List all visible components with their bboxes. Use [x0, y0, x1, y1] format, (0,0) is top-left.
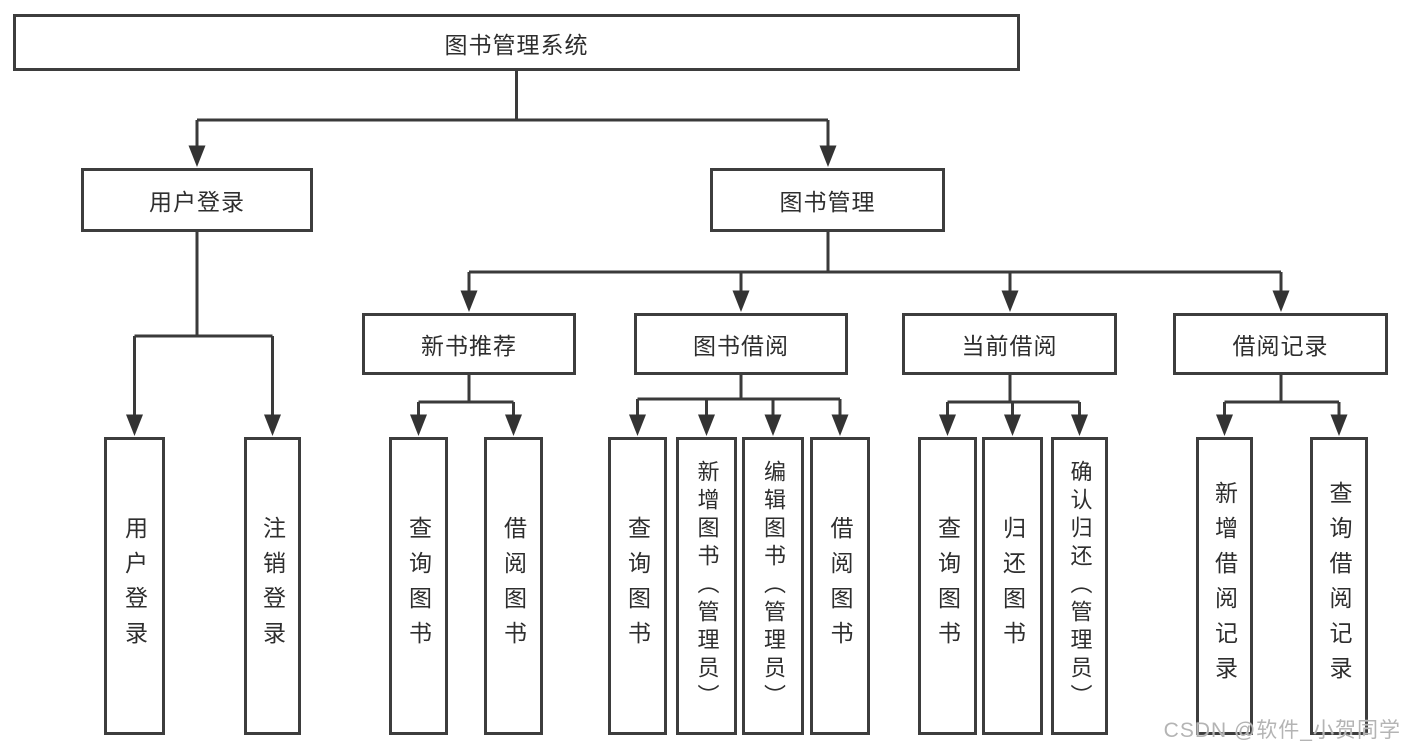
node-current-borrow: 当前借阅	[902, 313, 1117, 375]
node-label: 编辑图书（管理员）	[761, 460, 786, 712]
node-label: 查询借阅记录	[1326, 481, 1352, 691]
node-label: 借阅图书	[500, 516, 527, 656]
leaf-borrow-books: 借阅图书	[484, 437, 543, 735]
node-new-book-recommend: 新书推荐	[362, 313, 576, 375]
node-label: 图书管理系统	[444, 31, 589, 58]
leaf-user-login: 用户登录	[104, 437, 165, 735]
node-label: 新增图书（管理员）	[694, 460, 720, 712]
node-label: 用户登录	[121, 516, 148, 656]
node-label: 查询图书	[934, 516, 961, 656]
node-book-borrow: 图书借阅	[634, 313, 848, 375]
node-label: 用户登录	[149, 189, 245, 215]
node-book-management: 图书管理	[710, 168, 945, 232]
leaf-confirm-return-admin: 确认归还（管理员）	[1051, 437, 1108, 735]
leaf-query-books: 查询图书	[608, 437, 667, 735]
node-label: 新增借阅记录	[1211, 481, 1238, 691]
node-label: 图书管理	[779, 189, 876, 215]
node-label: 归还图书	[999, 516, 1026, 656]
leaf-logout: 注销登录	[244, 437, 301, 735]
node-label: 确认归还（管理员）	[1067, 460, 1093, 712]
leaf-add-books-admin: 新增图书（管理员）	[676, 437, 737, 735]
node-label: 借阅图书	[827, 516, 853, 656]
node-label: 图书借阅	[693, 333, 789, 359]
watermark: CSDN @软件_小贺同学	[1163, 719, 1401, 742]
node-label: 当前借阅	[961, 333, 1058, 359]
leaf-edit-books-admin: 编辑图书（管理员）	[742, 437, 804, 735]
node-label: 查询图书	[624, 516, 651, 656]
leaf-add-borrow-record: 新增借阅记录	[1196, 437, 1253, 735]
node-user-login: 用户登录	[81, 168, 313, 232]
leaf-return-books: 归还图书	[982, 437, 1043, 735]
leaf-borrow-books: 借阅图书	[810, 437, 870, 735]
node-label: 注销登录	[259, 516, 286, 656]
leaf-query-books: 查询图书	[389, 437, 448, 735]
leaf-query-books: 查询图书	[918, 437, 977, 735]
node-label: 新书推荐	[421, 333, 517, 359]
leaf-query-borrow-record: 查询借阅记录	[1310, 437, 1368, 735]
node-label: 查询图书	[405, 516, 432, 656]
node-label: 借阅记录	[1232, 333, 1329, 359]
node-root: 图书管理系统	[13, 14, 1020, 71]
node-borrow-records: 借阅记录	[1173, 313, 1388, 375]
